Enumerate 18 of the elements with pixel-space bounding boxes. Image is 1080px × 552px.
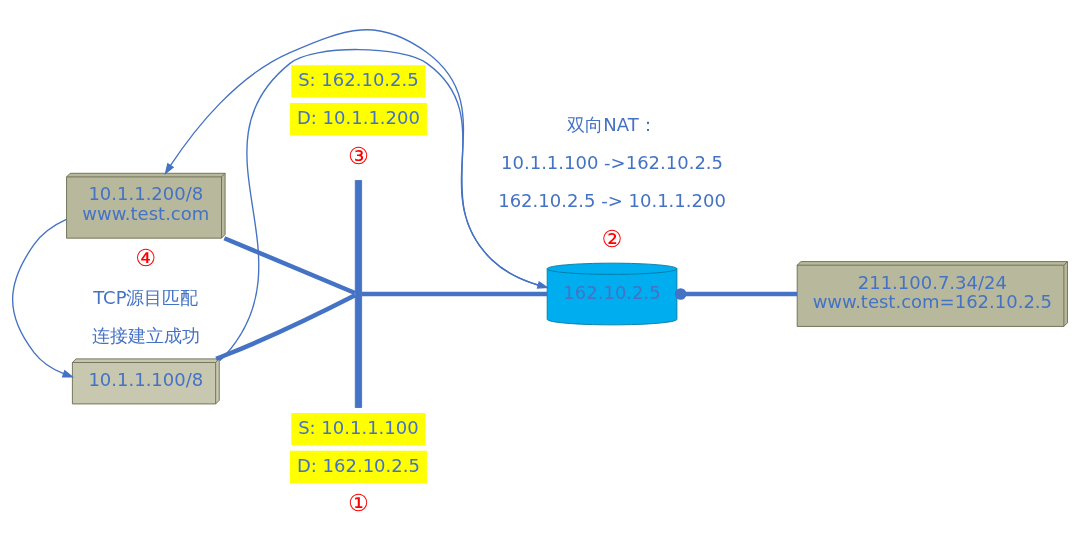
connector — [361, 291, 547, 297]
label: ① — [347, 489, 369, 518]
label: 双向NAT： — [567, 113, 657, 135]
connector — [223, 236, 356, 296]
label: S: 10.1.1.100 — [298, 416, 419, 438]
label: S: 162.10.2.5 — [298, 68, 419, 90]
label: 连接建立成功 — [91, 324, 200, 346]
label: D: 162.10.2.5 — [296, 454, 420, 476]
label: ④ — [135, 244, 157, 273]
arrow — [11, 218, 75, 378]
label: ② — [601, 224, 623, 253]
label: D: 10.1.1.200 — [296, 106, 420, 128]
label: ③ — [347, 141, 369, 170]
connector — [674, 288, 798, 300]
label: 10.1.1.100 ->162.10.2.5 — [501, 151, 724, 173]
label: TCP源目匹配 — [93, 286, 199, 308]
node-bar — [354, 180, 363, 408]
label: 162.10.2.5 -> 10.1.1.200 — [498, 189, 726, 211]
